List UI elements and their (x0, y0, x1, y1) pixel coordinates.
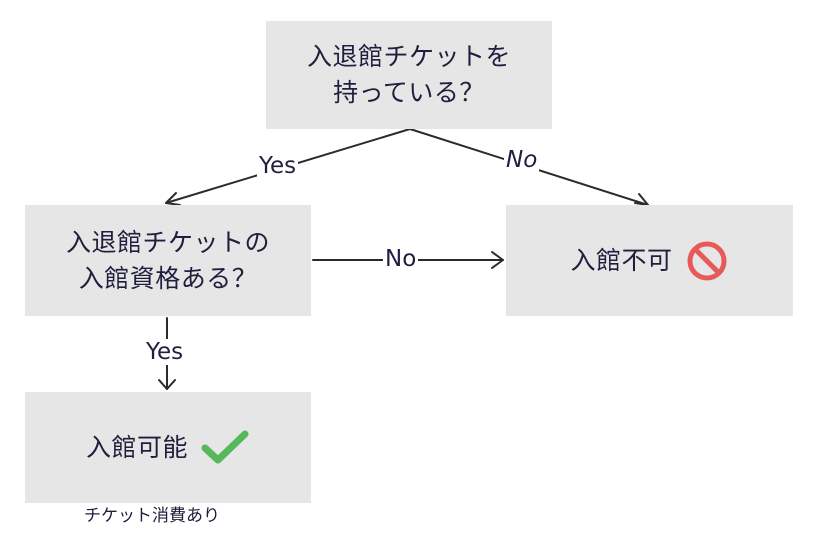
edge-label-start-no: No (504, 147, 540, 173)
denied-node: 入館不可 (506, 205, 793, 316)
edge-label-eligibility-no: No (383, 246, 419, 272)
start-node: 入退館チケットを 持っている？ (266, 21, 552, 129)
prohibited-icon (685, 239, 729, 283)
ticket-consumed-note: チケット消費あり (84, 506, 220, 526)
denied-node-content: 入館不可 (570, 239, 728, 283)
edge-start-to-eligibility-arrowhead (165, 192, 181, 206)
edge-eligibility-to-allowed-arrowhead (158, 379, 176, 390)
denied-node-text: 入館不可 (570, 245, 673, 275)
check-icon (200, 428, 250, 468)
allowed-node-text: 入館可能 (85, 432, 188, 462)
start-node-text: 入退館チケットを 持っている？ (306, 42, 511, 107)
edge-label-eligibility-yes: Yes (144, 339, 186, 365)
eligibility-node: 入退館チケットの 入館資格ある？ (25, 205, 311, 316)
edge-eligibility-to-denied-arrowhead (491, 251, 504, 269)
edge-start-to-denied-arrowhead (634, 193, 649, 206)
allowed-node-content: 入館可能 (86, 428, 250, 468)
eligibility-node-text: 入退館チケットの 入館資格ある？ (65, 227, 270, 293)
edge-label-start-yes: Yes (257, 153, 299, 179)
allowed-node: 入館可能 (25, 392, 311, 503)
